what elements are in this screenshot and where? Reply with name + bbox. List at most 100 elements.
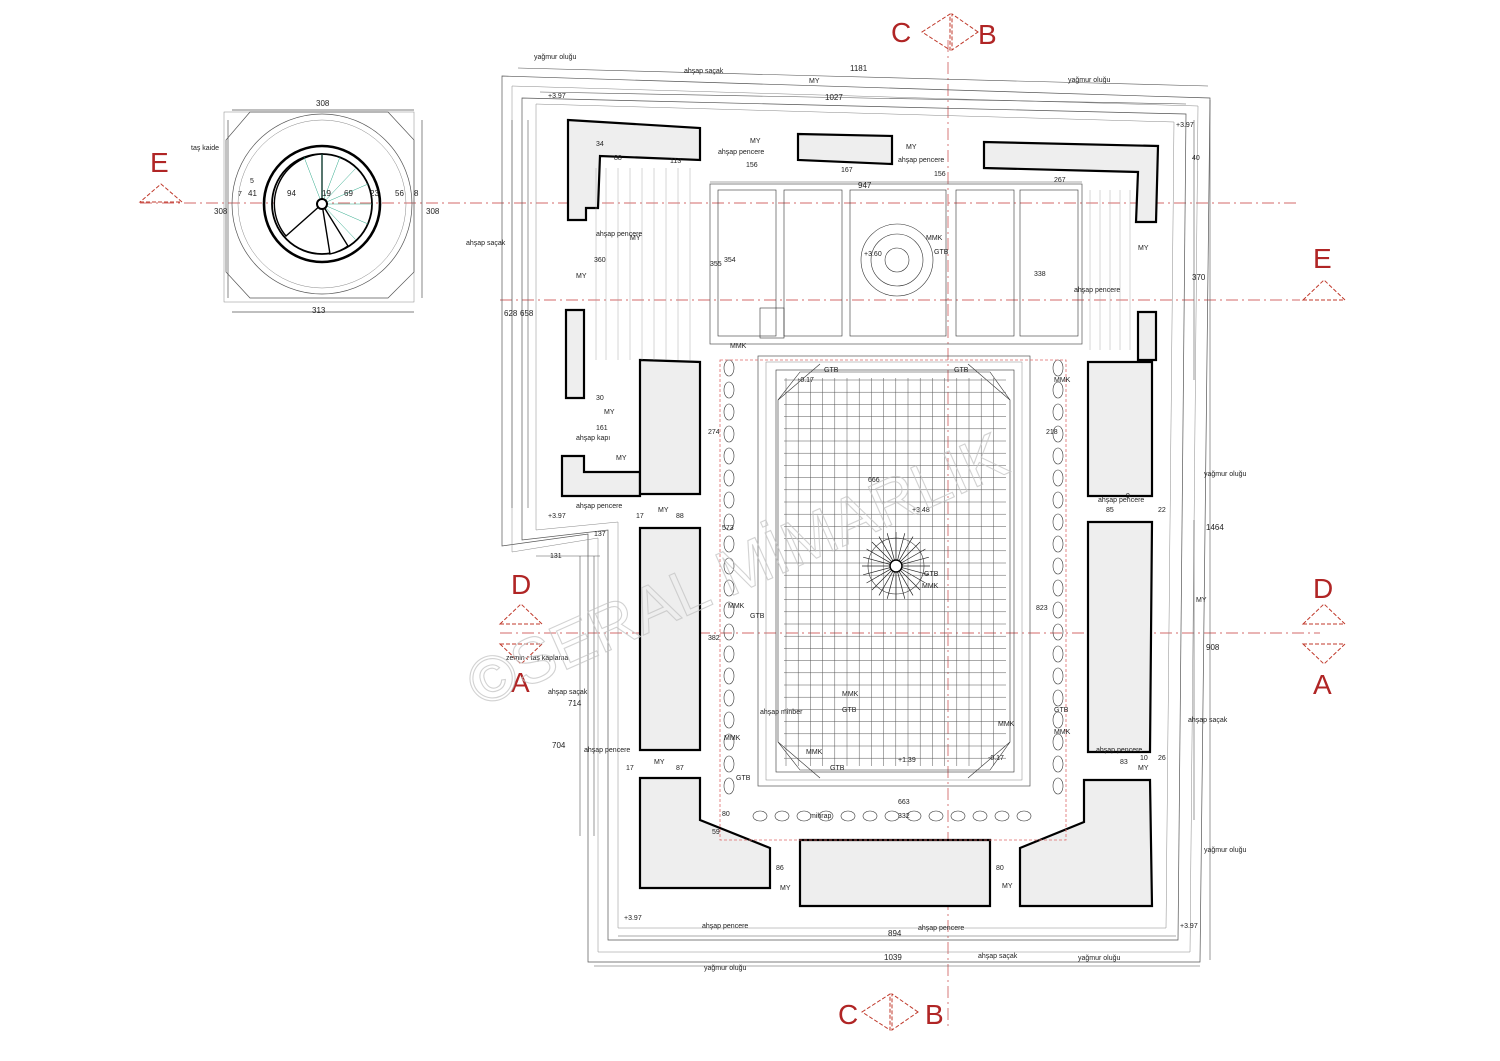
dim-332: 332 — [898, 813, 910, 820]
dim-88-b: 88 — [676, 513, 684, 520]
label-mmk-hall-2: MMK — [922, 583, 939, 590]
section-e-left-triangle — [138, 183, 184, 203]
dim-156-a: 156 — [746, 162, 758, 169]
level-397-tr: +3.97 — [1176, 122, 1194, 129]
label-gtb-hall-5: GTB — [842, 707, 857, 714]
dim-88: 88 — [614, 155, 622, 162]
watermark: ©SERAL MİMARLIK — [456, 418, 1017, 720]
prayer-hall — [719, 355, 1067, 841]
section-label-b-bottom: B — [925, 999, 944, 1030]
dim-113: 113 — [670, 158, 681, 165]
label-my-left-mid: MY — [576, 273, 587, 280]
roof-outline — [501, 75, 1211, 963]
dim-355: 355 — [710, 261, 722, 268]
label-my-right-mid: MY — [1196, 597, 1207, 604]
dim-823: 823 — [1036, 605, 1048, 612]
dim-658: 658 — [520, 309, 534, 318]
section-label-b-top: B — [978, 19, 997, 50]
section-d-left-triangle — [498, 603, 544, 625]
label-gtb-hall-6: GTB — [1054, 707, 1069, 714]
label-mmk-hall-3: MMK — [728, 603, 745, 610]
level-348: +3.48 — [912, 507, 930, 514]
stair-inner-dim-2: 7 — [238, 191, 242, 198]
stair-inner-dim-4: 94 — [287, 189, 296, 198]
dim-161: 161 — [596, 425, 608, 432]
section-b-top-triangle — [951, 13, 979, 51]
section-a-left-triangle — [498, 643, 544, 665]
label-my-left-upper: MY — [630, 235, 641, 242]
dim-80-b: 80 — [996, 865, 1004, 872]
dim-894: 894 — [888, 929, 902, 938]
upper-gallery — [709, 183, 1083, 345]
label-gtb-hall-1: GTB — [824, 367, 839, 374]
dim-704: 704 — [552, 741, 566, 750]
stair-dim-left: 308 — [214, 207, 228, 216]
label-gtb-gallery: GTB — [934, 249, 949, 256]
section-label-c-bottom: C — [838, 999, 858, 1030]
label-yagmur-right: yağmur oluğu — [1204, 471, 1247, 478]
section-label-c-top: C — [891, 17, 911, 48]
label-mmk-upper-left: MMK — [730, 343, 747, 350]
section-label-d-right: D — [1313, 573, 1333, 604]
label-my-window-top: MY — [750, 138, 761, 145]
label-pencere-bottom-1: ahşap pencere — [702, 923, 748, 930]
label-my-top: MY — [809, 78, 820, 85]
label-gtb-hall-2: GTB — [954, 367, 969, 374]
dim-628: 628 — [504, 309, 518, 318]
section-e-right-triangle — [1301, 279, 1347, 301]
dim-83: 83 — [1120, 759, 1128, 766]
dim-167: 167 — [841, 167, 853, 174]
section-label-e-left: E — [150, 147, 169, 178]
dim-908: 908 — [1206, 643, 1220, 652]
label-gtb-hall-7: GTB — [830, 765, 845, 772]
section-triangles — [138, 13, 1347, 1031]
label-kapi: ahşap kapı — [576, 435, 610, 442]
dim-360: 360 — [594, 257, 606, 264]
label-my-bottom-1: MY — [780, 885, 791, 892]
stair-inner-dim-6: 69 — [344, 189, 353, 198]
dim-86: 86 — [776, 865, 784, 872]
label-my-left-window: MY — [658, 507, 669, 514]
level-397-br: +3.97 — [1180, 923, 1198, 930]
label-mmk-hall-7: MMK — [998, 721, 1015, 728]
dim-573: 573 — [722, 525, 734, 532]
section-label-a-left: A — [511, 667, 530, 698]
section-a-right-triangle — [1301, 643, 1347, 665]
label-mmk-gallery: MMK — [926, 235, 943, 242]
dim-156-b: 156 — [934, 171, 946, 178]
dim-22: 22 — [1158, 507, 1166, 514]
dim-59: 59 — [712, 829, 720, 836]
label-sacak-right: ahşap saçak — [1188, 717, 1228, 724]
dim-338: 338 — [1034, 271, 1046, 278]
dim-34: 34 — [596, 141, 604, 148]
dim-666: 666 — [868, 477, 880, 484]
label-my-right-bottom: MY — [1138, 765, 1149, 772]
label-zemin: zemin : taş kaplama — [506, 655, 568, 662]
label-yagmur-bottom-left: yağmur oluğu — [704, 965, 747, 972]
label-sacak-left-mid: ahşap saçak — [548, 689, 588, 696]
dim-17-b: 17 — [626, 765, 634, 772]
label-pencere-top-left: ahşap pencere — [718, 149, 764, 156]
dim-382: 382 — [708, 635, 720, 642]
stair-dim-top: 308 — [316, 99, 330, 108]
dim-274: 274 — [708, 429, 720, 436]
stair-inner-dim-3: 41 — [248, 189, 257, 198]
floor-planks-right — [1089, 190, 1131, 350]
dim-17-a: 17 — [636, 513, 644, 520]
dimension-lines — [511, 67, 1211, 967]
dim-137: 137 — [594, 531, 606, 538]
dim-1181: 1181 — [850, 64, 868, 73]
stair-dim-bottom: 313 — [312, 306, 326, 315]
label-mmk-hall-8: MMK — [1054, 729, 1071, 736]
label-mmk-hall-5: MMK — [724, 735, 741, 742]
label-sacak-top: ahşap saçak — [684, 68, 724, 75]
section-c-bottom-triangle — [861, 993, 891, 1031]
stair-label-tas-kaide: taş kaide — [191, 145, 219, 152]
level-139: +1.39 — [898, 757, 916, 764]
dim-87: 87 — [676, 765, 684, 772]
label-pencere-left-upper: ahşap pencere — [596, 231, 642, 238]
section-b-bottom-triangle — [891, 993, 919, 1031]
label-sacak-left-top: ahşap saçak — [466, 240, 506, 247]
section-label-a-right: A — [1313, 669, 1332, 700]
